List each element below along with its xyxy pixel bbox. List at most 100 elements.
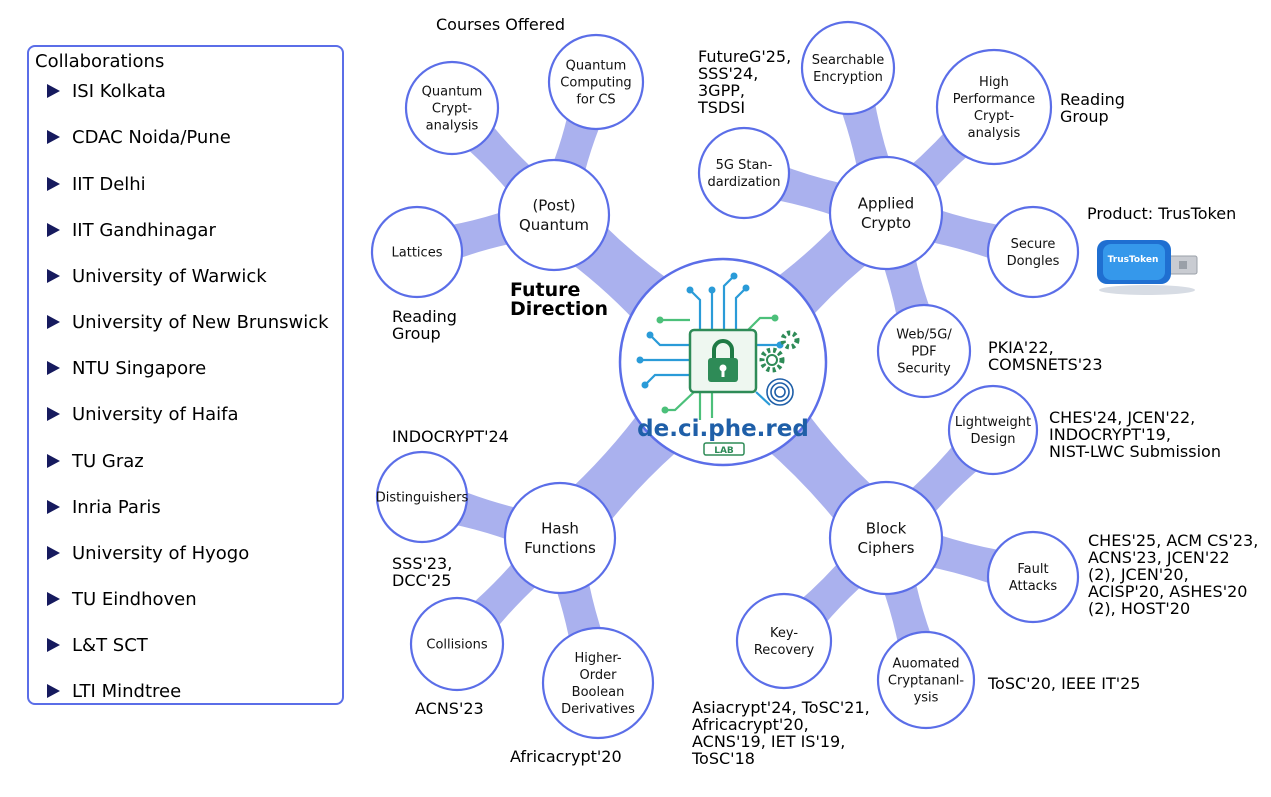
collaboration-item: ISI Kolkata — [47, 81, 166, 102]
leaf-higher-order-boolean-derivatives-label: Order — [580, 668, 618, 683]
leaf-fault-attacks-label: Attacks — [1009, 579, 1058, 594]
leaf-fault-attacks-label: Fault — [1017, 562, 1048, 577]
hub-post-quantum: (Post)Quantum — [497, 158, 611, 272]
decipher-lab-logo: de.ci.phe.red LAB — [618, 257, 828, 467]
leaf-higher-order-boolean-derivatives-label: Boolean — [572, 685, 625, 700]
leaf-secure-dongles-label: Secure — [1011, 237, 1056, 252]
collaborations-title: Collaborations — [35, 51, 165, 72]
leaf-higher-order-boolean-derivatives-label: Higher- — [574, 651, 621, 666]
triangle-bullet-icon — [47, 407, 60, 421]
collaboration-item: Inria Paris — [47, 497, 161, 518]
annotation-ches25: CHES'25, ACM CS'23,ACNS'23, JCEN'22(2), … — [1088, 531, 1259, 618]
leaf-web-5g-pdf-security-label: Security — [897, 361, 951, 376]
leaf-searchable-encryption-label: Encryption — [813, 70, 883, 85]
leaf-quantum-cryptanalysis-label: Quantum — [422, 85, 483, 100]
collaboration-item: LTI Mindtree — [47, 681, 181, 702]
hub-applied-crypto-label: Applied — [858, 195, 914, 213]
leaf-key-recovery-label: Recovery — [754, 643, 815, 658]
leaf-quantum-computing-for-cs-label: Computing — [560, 76, 631, 91]
annotation-courses-offered: Courses Offered — [436, 15, 565, 34]
leaf-collisions: Collisions — [409, 596, 505, 692]
leaf-high-performance-cryptanalysis-label: Performance — [953, 92, 1035, 107]
leaf-quantum-cryptanalysis-label: Crypt- — [432, 102, 472, 117]
triangle-bullet-icon — [47, 177, 60, 191]
leaf-secure-dongles-label: Dongles — [1007, 254, 1060, 269]
annotation-asiacrypt: Asiacrypt'24, ToSC'21,Africacrypt'20,ACN… — [692, 698, 870, 768]
leaf-lattices: Lattices — [370, 205, 464, 299]
leaf-lightweight-design-label: Design — [971, 432, 1016, 447]
leaf-quantum-computing-for-cs-label: Quantum — [566, 59, 627, 74]
triangle-bullet-icon — [47, 500, 60, 514]
leaf-5g-standardization-label: 5G Stan- — [716, 158, 773, 173]
leaf-distinguishers-label: Distinguishers — [376, 491, 469, 506]
hub-hash-functions-label: Functions — [524, 539, 596, 557]
collaboration-item: University of Hyogo — [47, 543, 249, 564]
leaf-quantum-computing-for-cs-label: for CS — [576, 92, 615, 107]
collaboration-item: TU Eindhoven — [47, 589, 197, 610]
usb-dongle-icon: TrusToken — [1097, 240, 1198, 295]
leaf-5g-standardization-label: dardization — [708, 175, 781, 190]
annotation-pkia: PKIA'22,COMSNETS'23 — [988, 338, 1103, 374]
leaf-high-performance-cryptanalysis-label: Crypt- — [974, 109, 1014, 124]
leaf-high-performance-cryptanalysis-label: analysis — [968, 126, 1021, 141]
leaf-web-5g-pdf-security-label: PDF — [911, 345, 936, 360]
leaf-searchable-encryption-label: Searchable — [812, 53, 885, 68]
annotation-tosc20: ToSC'20, IEEE IT'25 — [988, 674, 1141, 693]
leaf-key-recovery: Key- Recovery — [735, 592, 833, 690]
leaf-automated-cryptanalysis-label: Auomated — [892, 657, 959, 672]
triangle-bullet-icon — [47, 546, 60, 560]
annotation-futureg: FutureG'25,SSS'24,3GPP,TSDSI — [698, 47, 792, 117]
annotation-africacrypt20: Africacrypt'20 — [510, 747, 622, 766]
leaf-lightweight-design-label: Lightweight — [955, 415, 1031, 430]
leaf-key-recovery-label: Key- — [770, 626, 798, 641]
center-title: Future Direction — [510, 279, 608, 320]
hub-applied-crypto-label: Crypto — [861, 214, 911, 232]
leaf-quantum-cryptanalysis-label: analysis — [426, 118, 479, 133]
triangle-bullet-icon — [47, 684, 60, 698]
leaf-5g-standardization: 5G Stan-dardization — [697, 126, 791, 220]
hub-block-ciphers-label: Block — [866, 520, 907, 538]
triangle-bullet-icon — [47, 269, 60, 283]
annotation-indocrypt24: INDOCRYPT'24 — [392, 427, 509, 446]
annotation-sss23: SSS'23,DCC'25 — [392, 554, 453, 590]
collaboration-item: University of Warwick — [47, 266, 267, 287]
trustoken-product-image: TrusToken — [1089, 228, 1204, 300]
triangle-bullet-icon — [47, 130, 60, 144]
triangle-bullet-icon — [47, 223, 60, 237]
triangle-bullet-icon — [47, 361, 60, 375]
hub-block-ciphers-label: Ciphers — [858, 539, 915, 557]
triangle-bullet-icon — [47, 84, 60, 98]
collaboration-item: TU Graz — [47, 451, 144, 472]
leaf-high-performance-cryptanalysis-label: High — [979, 75, 1009, 90]
collaboration-item: NTU Singapore — [47, 358, 206, 379]
triangle-bullet-icon — [47, 638, 60, 652]
annotation-acns23: ACNS'23 — [415, 699, 484, 718]
leaf-distinguishers: Distinguishers — [376, 450, 469, 544]
collaboration-item: IIT Gandhinagar — [47, 220, 216, 241]
collaboration-item: CDAC Noida/Pune — [47, 127, 231, 148]
collaboration-item: University of New Brunswick — [47, 312, 329, 333]
mind-map-nodes: (Post)QuantumAppliedCryptoHashFunctionsB… — [370, 20, 1080, 740]
logo-sub-text: LAB — [714, 446, 734, 456]
hub-post-quantum-label: Quantum — [519, 216, 589, 234]
collaboration-item: University of Haifa — [47, 404, 239, 425]
annotation-product: Product: TrusToken — [1087, 204, 1237, 223]
collaboration-item: IIT Delhi — [47, 174, 146, 195]
triangle-bullet-icon — [47, 592, 60, 606]
leaf-web-5g-pdf-security-label: Web/5G/ — [896, 328, 952, 343]
